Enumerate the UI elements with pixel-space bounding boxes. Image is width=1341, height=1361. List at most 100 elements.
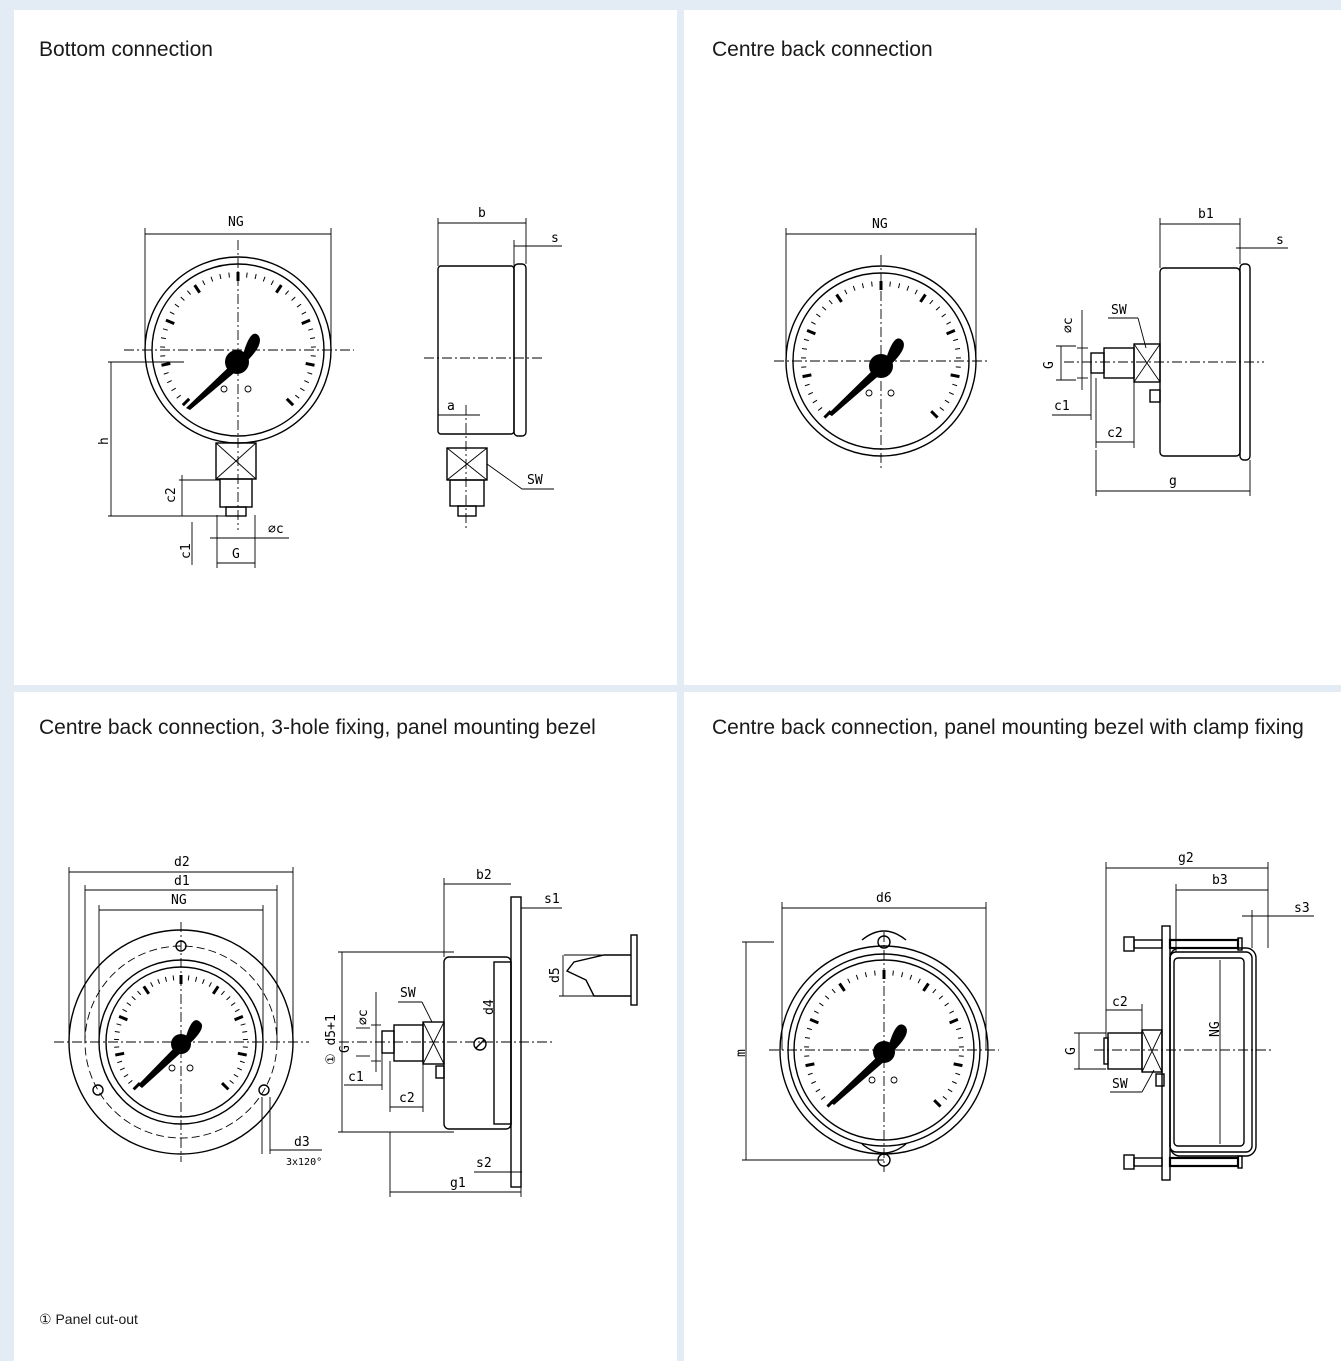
bottom-connection-drawing: NG h c2 c1 ⌀c G bbox=[97, 206, 562, 568]
gauge-minor-tick bbox=[852, 285, 856, 291]
label-s: s bbox=[1276, 233, 1284, 248]
panel-cut-out-detail: d5 bbox=[548, 934, 638, 1006]
gauge-major-tick bbox=[193, 284, 201, 294]
gauge-minor-tick bbox=[803, 338, 809, 342]
gauge-front-view bbox=[54, 922, 309, 1162]
dimension-c1: c1 bbox=[1052, 373, 1092, 420]
dimension-SW: SW bbox=[486, 463, 554, 490]
gauge-minor-tick bbox=[861, 283, 864, 289]
gauge-minor-tick bbox=[304, 380, 310, 384]
gauge-minor-tick bbox=[114, 1031, 120, 1033]
label-c1: c1 bbox=[348, 1070, 364, 1085]
gauge-major-tick bbox=[950, 373, 960, 379]
gauge-minor-tick bbox=[169, 311, 175, 315]
dimension-g: g bbox=[1095, 450, 1251, 496]
gauge-minor-tick bbox=[929, 299, 934, 305]
label-NG: NG bbox=[1208, 1021, 1223, 1037]
gauge-minor-tick bbox=[117, 1060, 123, 1064]
gauge-minor-tick bbox=[296, 303, 302, 308]
gauge-minor-tick bbox=[226, 996, 231, 1001]
gauge-minor-tick bbox=[810, 321, 816, 325]
gauge-minor-tick bbox=[137, 990, 142, 996]
dimension-SW: SW bbox=[398, 986, 433, 1023]
gauge-minor-tick bbox=[956, 1027, 962, 1031]
gauge-side-view bbox=[1064, 263, 1264, 461]
panel-bottom-connection: Bottom connection NG bbox=[14, 10, 677, 685]
gauge-side-view bbox=[1094, 925, 1274, 1181]
gauge-minor-tick bbox=[864, 972, 867, 978]
gauge-minor-tick bbox=[285, 290, 290, 295]
gauge-minor-tick bbox=[301, 311, 307, 315]
gauge-minor-tick bbox=[123, 1073, 129, 1078]
gauge-minor-tick bbox=[807, 1072, 813, 1076]
gauge-minor-tick bbox=[160, 337, 166, 340]
gauge-minor-tick bbox=[157, 978, 161, 985]
dimension-SW: SW bbox=[1110, 1069, 1155, 1093]
dimension-h: h bbox=[97, 361, 226, 517]
gauge-minor-tick bbox=[955, 1072, 961, 1076]
gauge-minor-tick bbox=[824, 995, 830, 1000]
clamp-fixing-drawing: d6 m bbox=[734, 851, 1314, 1181]
gauge-minor-tick bbox=[812, 399, 818, 404]
gauge-minor-tick bbox=[116, 1023, 122, 1026]
dimension-d4: d4 bbox=[482, 962, 497, 1124]
gauge-minor-tick bbox=[948, 391, 954, 395]
gauge-minor-tick bbox=[811, 1080, 817, 1084]
label-SW: SW bbox=[527, 473, 543, 488]
clamp-screw-bottom bbox=[1123, 1154, 1243, 1170]
gauge-minor-tick bbox=[150, 982, 154, 987]
gauge-minor-tick bbox=[944, 1002, 950, 1007]
gauge-minor-tick bbox=[299, 387, 305, 392]
dimension-s: s bbox=[513, 231, 562, 266]
gauge-minor-tick bbox=[946, 321, 952, 325]
gauge-minor-tick bbox=[901, 972, 904, 978]
gauge-minor-tick bbox=[871, 281, 873, 287]
gauge-major-tick bbox=[930, 410, 939, 419]
label-phic: ⌀c bbox=[268, 522, 284, 537]
gauge-minor-tick bbox=[166, 380, 172, 384]
gauge-minor-tick bbox=[201, 978, 205, 985]
gauge-major-tick bbox=[922, 982, 930, 992]
label-G: G bbox=[1042, 361, 1057, 369]
gauge-major-tick bbox=[142, 985, 151, 995]
gauge-minor-tick bbox=[208, 982, 212, 987]
label-G: G bbox=[232, 547, 240, 562]
label-c1: c1 bbox=[179, 543, 194, 559]
gauge-minor-tick bbox=[938, 995, 944, 1000]
panel-title: Centre back connection bbox=[712, 38, 933, 61]
gauge-minor-tick bbox=[172, 975, 175, 981]
gauge-major-tick bbox=[805, 1062, 815, 1068]
dimension-NG: NG bbox=[144, 215, 332, 350]
gauge-major-tick bbox=[809, 1017, 819, 1025]
gauge-pointer bbox=[138, 1044, 184, 1088]
dimension-c1: c1 bbox=[179, 522, 194, 565]
gauge-major-tick bbox=[953, 1062, 963, 1068]
gauge-minor-tick bbox=[831, 988, 836, 994]
gauge-minor-tick bbox=[821, 306, 827, 311]
gauge-major-tick bbox=[835, 293, 843, 303]
gauge-minor-tick bbox=[131, 996, 136, 1001]
dimension-d3: d3 3x120° bbox=[261, 1097, 322, 1168]
gauge-minor-tick bbox=[847, 978, 851, 984]
fixing-hole bbox=[92, 1084, 104, 1096]
gauge-minor-tick bbox=[820, 1096, 826, 1100]
label-NG: NG bbox=[228, 215, 244, 230]
gauge-minor-tick bbox=[242, 1031, 248, 1033]
label-d1: d1 bbox=[174, 874, 190, 889]
gauge-minor-tick bbox=[229, 1079, 234, 1084]
gauge-side-view bbox=[424, 263, 544, 528]
dimension-d6: d6 bbox=[781, 891, 987, 1050]
label-d2: d2 bbox=[174, 855, 190, 870]
gauge-pointer bbox=[186, 362, 240, 410]
gauge-minor-tick bbox=[935, 306, 941, 311]
dimension-phic: ⌀c bbox=[210, 522, 289, 539]
label-s: s bbox=[551, 231, 559, 246]
gauge-minor-tick bbox=[254, 274, 257, 280]
dimension-b2: b2 bbox=[443, 868, 511, 957]
gauge-minor-tick bbox=[270, 280, 274, 286]
gauge-minor-tick bbox=[237, 1067, 243, 1071]
gauge-minor-tick bbox=[855, 974, 859, 980]
gauge-major-tick bbox=[211, 985, 220, 995]
gauge-minor-tick bbox=[942, 1096, 948, 1100]
dimension-d1: d1 bbox=[84, 874, 278, 1042]
